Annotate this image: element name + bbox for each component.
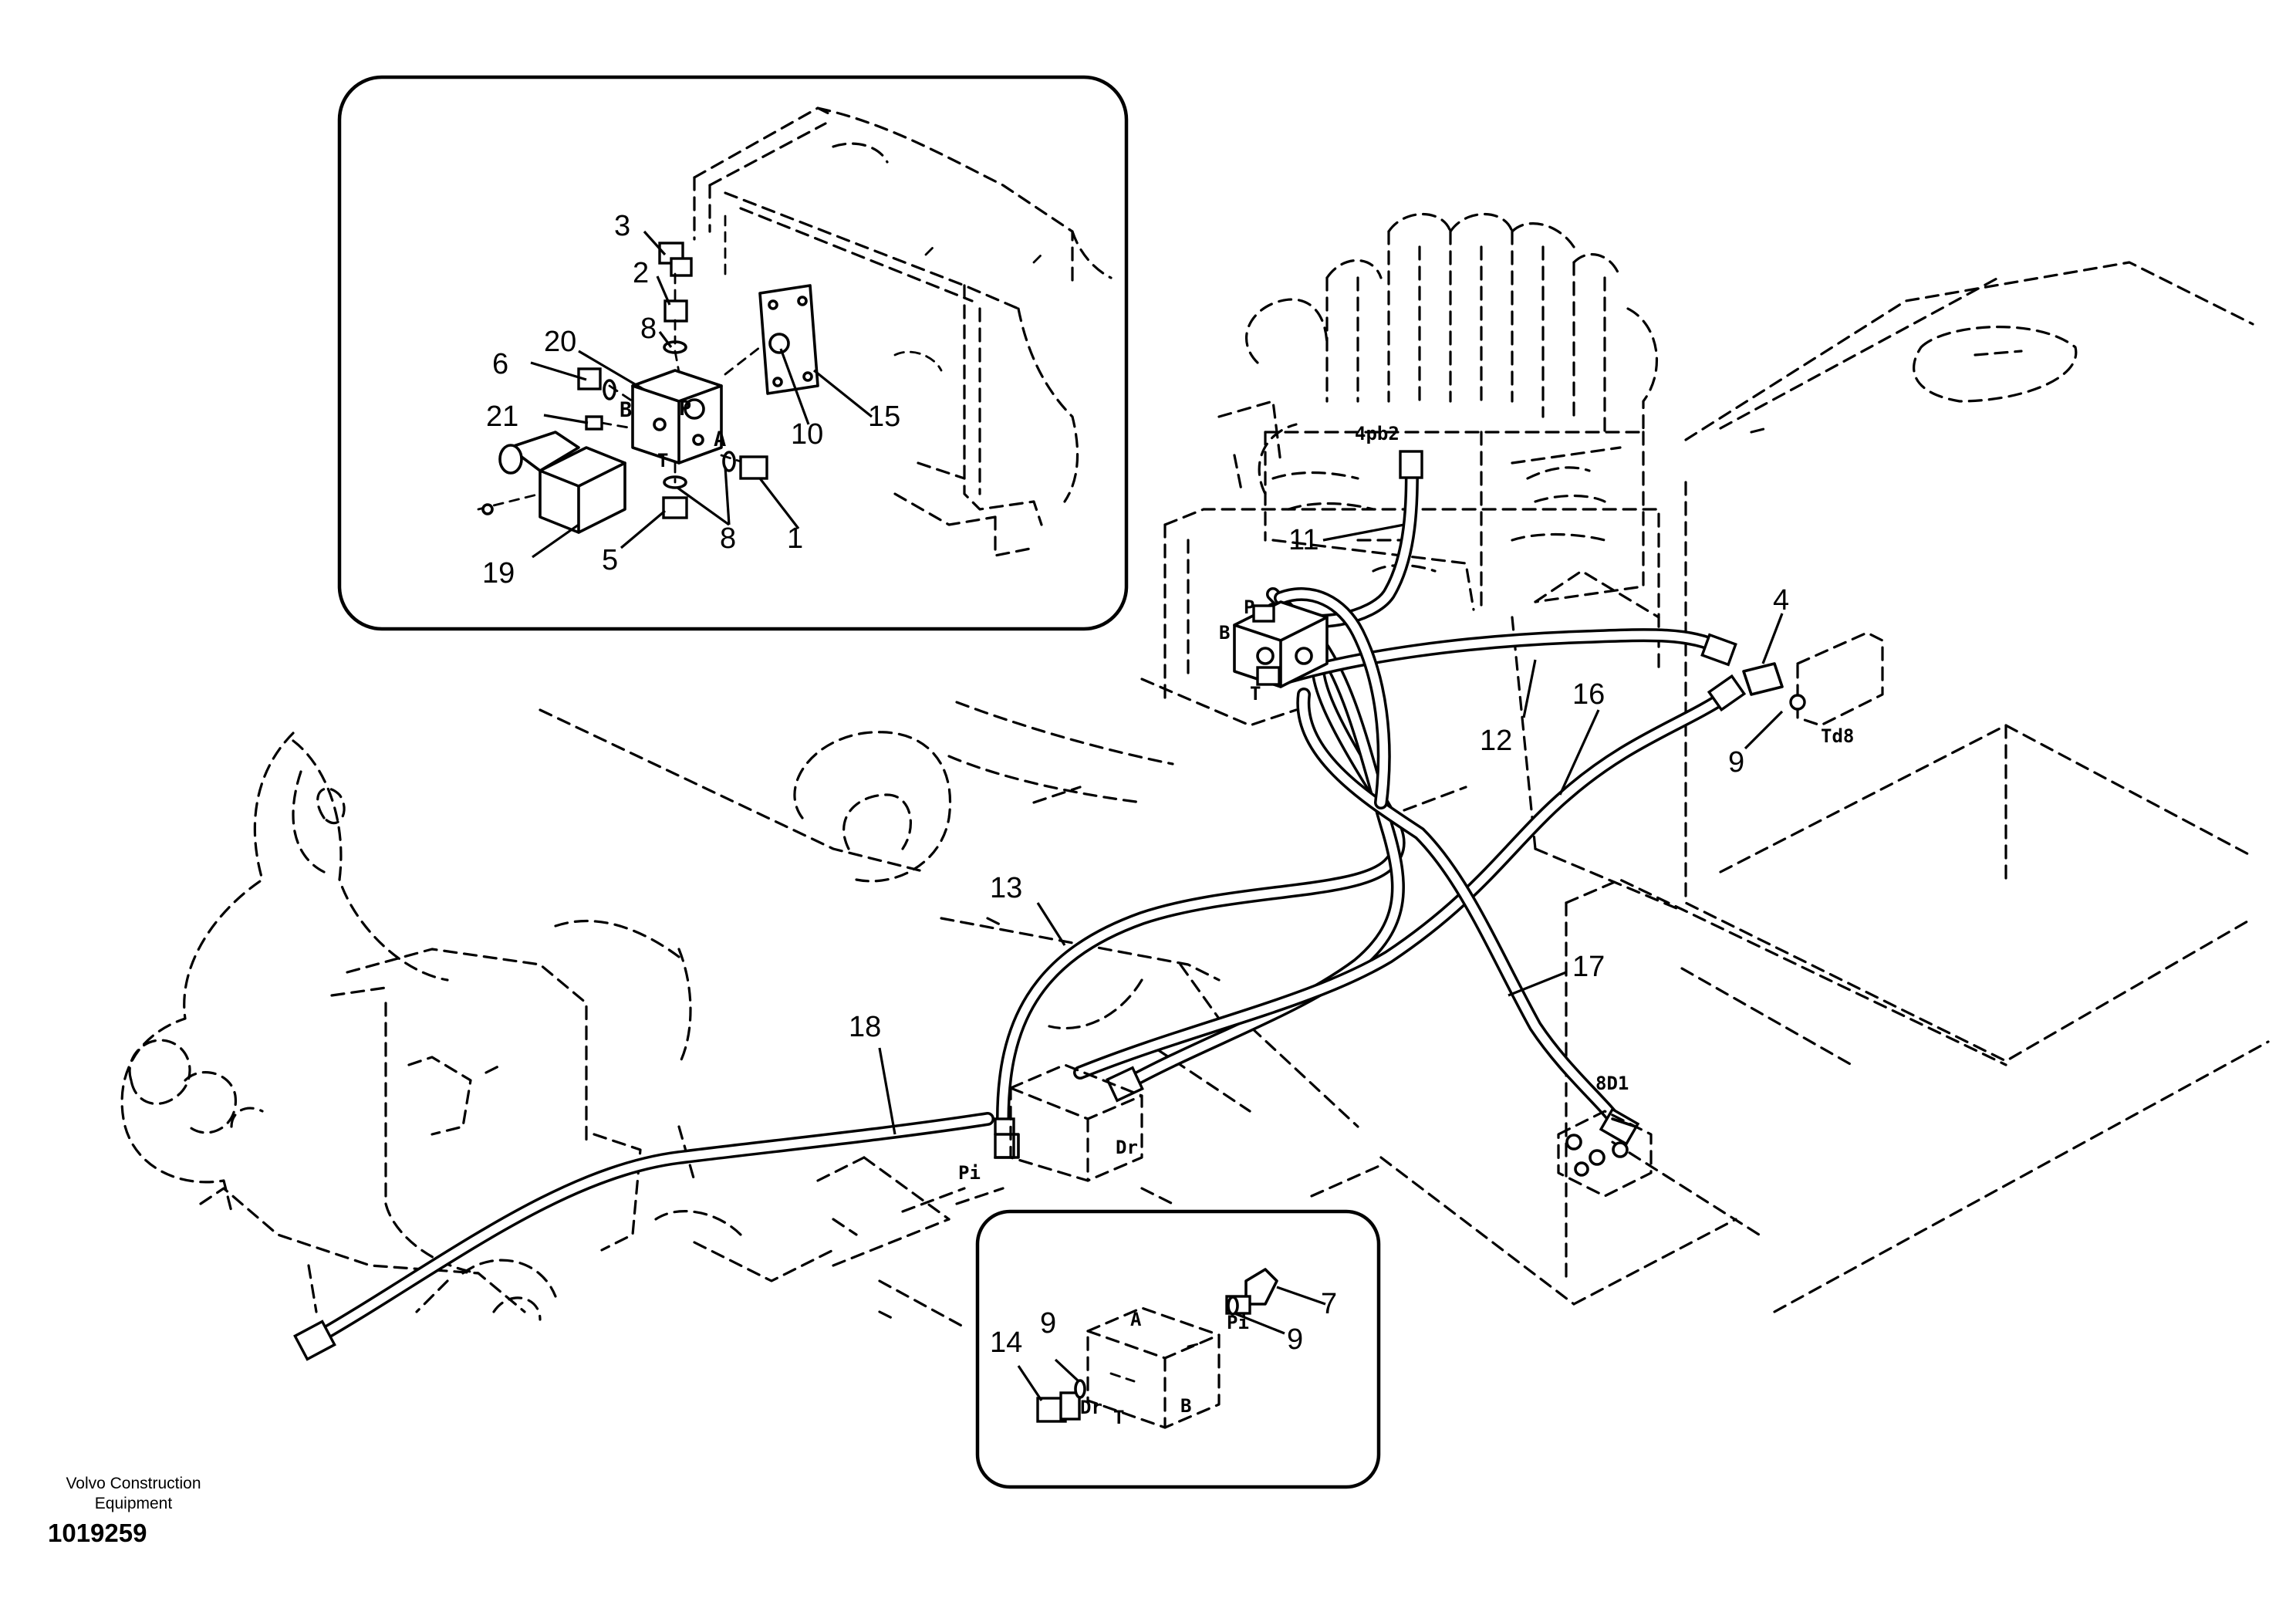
port-label-t-lower: T: [1113, 1407, 1124, 1428]
main-callouts: 11 4 9 12 16 13 17 18 4pb2 P B T Td8 Pi …: [849, 423, 1854, 1184]
callout-19: 19: [482, 557, 515, 590]
callout-1: 1: [787, 522, 803, 555]
inset-bottom: 7 9 9 14 A Pi Dr T B: [975, 1209, 1381, 1489]
port-label-b-lower: B: [1180, 1395, 1191, 1417]
hose-end-fittings: [293, 450, 1747, 1361]
callout-13: 13: [990, 872, 1022, 904]
callout-20: 20: [544, 326, 576, 358]
port-label-a-lower: A: [1130, 1309, 1142, 1330]
callout-17: 17: [1572, 951, 1605, 983]
callout-10: 10: [791, 418, 823, 451]
manifold-8d1: [1557, 1110, 1653, 1198]
port-label-pi-main: Pi: [958, 1162, 981, 1184]
callout-12: 12: [1480, 725, 1512, 757]
callout-7: 7: [1321, 1288, 1337, 1320]
port-label-dr-lower: Dr: [1080, 1397, 1102, 1418]
callout-8-top: 8: [640, 313, 657, 345]
connector-td8: [1742, 631, 1884, 727]
callout-21: 21: [486, 400, 518, 433]
callout-16: 16: [1572, 678, 1605, 711]
port-label-b-main: B: [1219, 622, 1230, 644]
inset-top-left: 3 2 8 20 6 21 10 15 1 8 5 19 P B A T: [337, 75, 1129, 631]
port-label-4pb2: 4pb2: [1355, 423, 1400, 444]
callout-4: 4: [1773, 584, 1789, 617]
callout-15: 15: [868, 400, 900, 433]
port-label-a-inset: A: [714, 427, 726, 451]
callout-6: 6: [492, 348, 508, 380]
callout-11: 11: [1288, 524, 1319, 556]
manufacturer-line-2: Equipment: [94, 1495, 173, 1512]
port-label-dr-main: Dr: [1116, 1137, 1138, 1158]
port-label-t-main: T: [1250, 683, 1261, 705]
port-label-t-inset: T: [657, 450, 668, 471]
port-label-p-inset: P: [679, 397, 691, 421]
callout-9-bottom-left: 9: [1040, 1307, 1056, 1340]
port-label-8d1: 8D1: [1595, 1073, 1629, 1094]
callout-5: 5: [602, 544, 618, 576]
callout-8-bottom: 8: [720, 522, 736, 555]
port-label-pi-lower: Pi: [1227, 1312, 1249, 1333]
callout-2: 2: [633, 257, 649, 289]
valve-block-main: [1233, 600, 1329, 688]
manufacturer-name: Volvo Construction Equipment: [45, 1474, 222, 1514]
callout-9-right: 9: [1728, 746, 1744, 779]
document-number: 1019259: [48, 1519, 147, 1547]
callout-18: 18: [849, 1011, 881, 1043]
hose-assemblies: [302, 456, 1735, 1350]
callout-9-bottom-right: 9: [1287, 1323, 1303, 1356]
port-label-td8: Td8: [1821, 725, 1854, 747]
port-label-p-main: P: [1244, 596, 1254, 618]
manufacturer-line-1: Volvo Construction: [66, 1475, 201, 1492]
port-label-b-inset: B: [620, 398, 632, 422]
pi-dr-block: [994, 1063, 1143, 1182]
callout-14: 14: [990, 1326, 1022, 1359]
callout-3: 3: [614, 210, 630, 242]
